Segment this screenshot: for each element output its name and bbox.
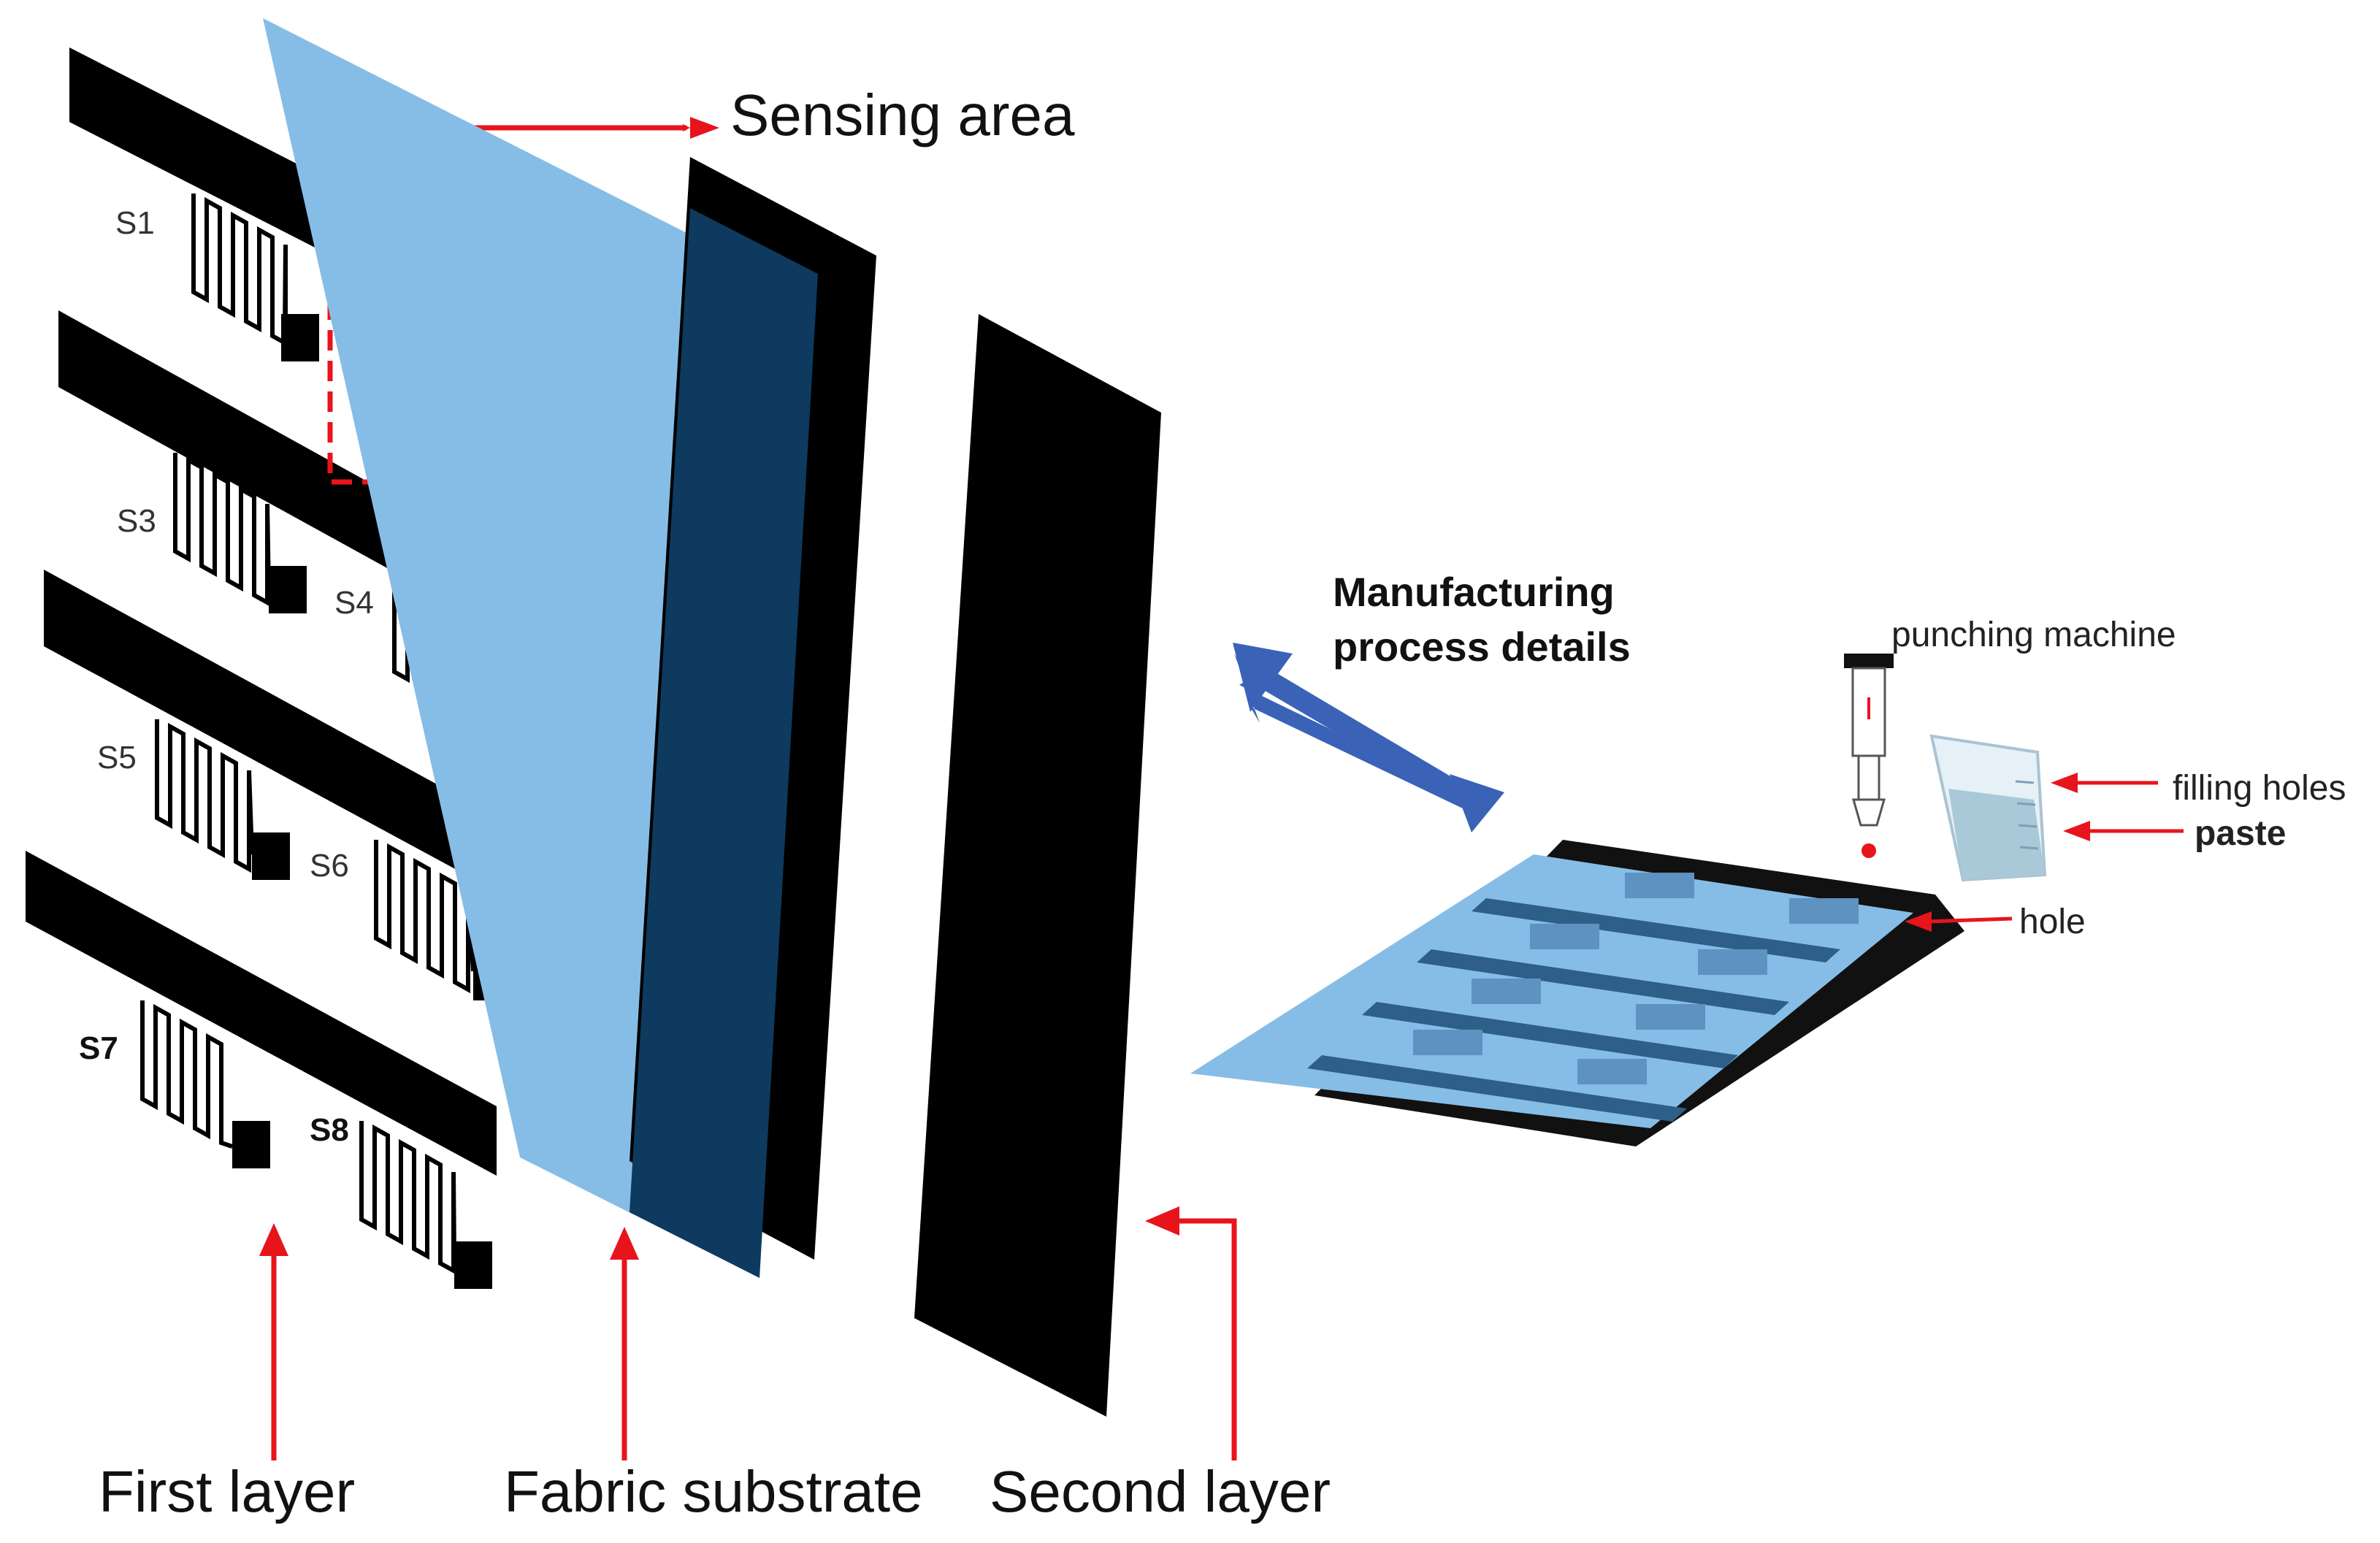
- manufacturing-label-line1: Manufacturing: [1333, 569, 1615, 615]
- second-layer-label: Second layer: [990, 1459, 1331, 1524]
- sensor-label-s1: S1: [115, 205, 155, 241]
- hole-pointer: [1927, 916, 2013, 924]
- filling-holes-pointer-head: [2051, 773, 2078, 793]
- fabric-overlap-region: [630, 208, 818, 1278]
- hole-label: hole: [2019, 903, 2086, 941]
- sheet-stripes: [1307, 898, 1840, 1122]
- hole-pointer-head: [1905, 911, 1932, 932]
- serpentine-s1: [191, 194, 288, 348]
- laminated-sheet: [1190, 840, 1964, 1146]
- sensor-label-s4: S4: [334, 585, 374, 621]
- serpentine-s7: [140, 1000, 233, 1149]
- paste-pointer-head: [2063, 821, 2090, 841]
- sensing-area-arrowhead: [690, 117, 719, 139]
- sensor-label-s8: S8: [310, 1112, 349, 1148]
- sheet-serpentine-patches: [1413, 873, 1859, 1084]
- sensor-label-s3: S3: [117, 503, 156, 539]
- serpentine-s8: [359, 1121, 456, 1275]
- first-layer-label: First layer: [99, 1459, 355, 1524]
- sensor-label-s5: S5: [97, 740, 137, 776]
- second-layer-sheet: [914, 314, 1161, 1417]
- double-arrow-shaft: [1245, 661, 1490, 816]
- sensing-area-label: Sensing area: [730, 83, 1075, 148]
- layer-pointers: [259, 1206, 1237, 1460]
- serpentine-s3: [173, 453, 271, 607]
- electrode-strip-3: [44, 570, 519, 903]
- fabric-substrate-label: Fabric substrate: [504, 1459, 923, 1524]
- punching-machine-icon: [1844, 654, 1894, 858]
- manufacturing-label-line2: process details: [1333, 624, 1631, 670]
- sensor-label-s6: S6: [310, 848, 349, 884]
- double-arrow-head-left: [1233, 643, 1293, 712]
- serpentine-s6: [374, 840, 475, 994]
- electrode-strip-4: [26, 851, 497, 1176]
- filling-holes-label: filling holes: [2173, 769, 2346, 808]
- sensor-label-s7: S7: [79, 1030, 118, 1066]
- double-arrow-head-right: [1450, 774, 1504, 832]
- paste-label: paste: [2195, 814, 2286, 853]
- serpentine-s5: [155, 719, 254, 873]
- punching-machine-label: punching machine: [1891, 616, 2176, 654]
- beaker-icon: [1929, 734, 2047, 882]
